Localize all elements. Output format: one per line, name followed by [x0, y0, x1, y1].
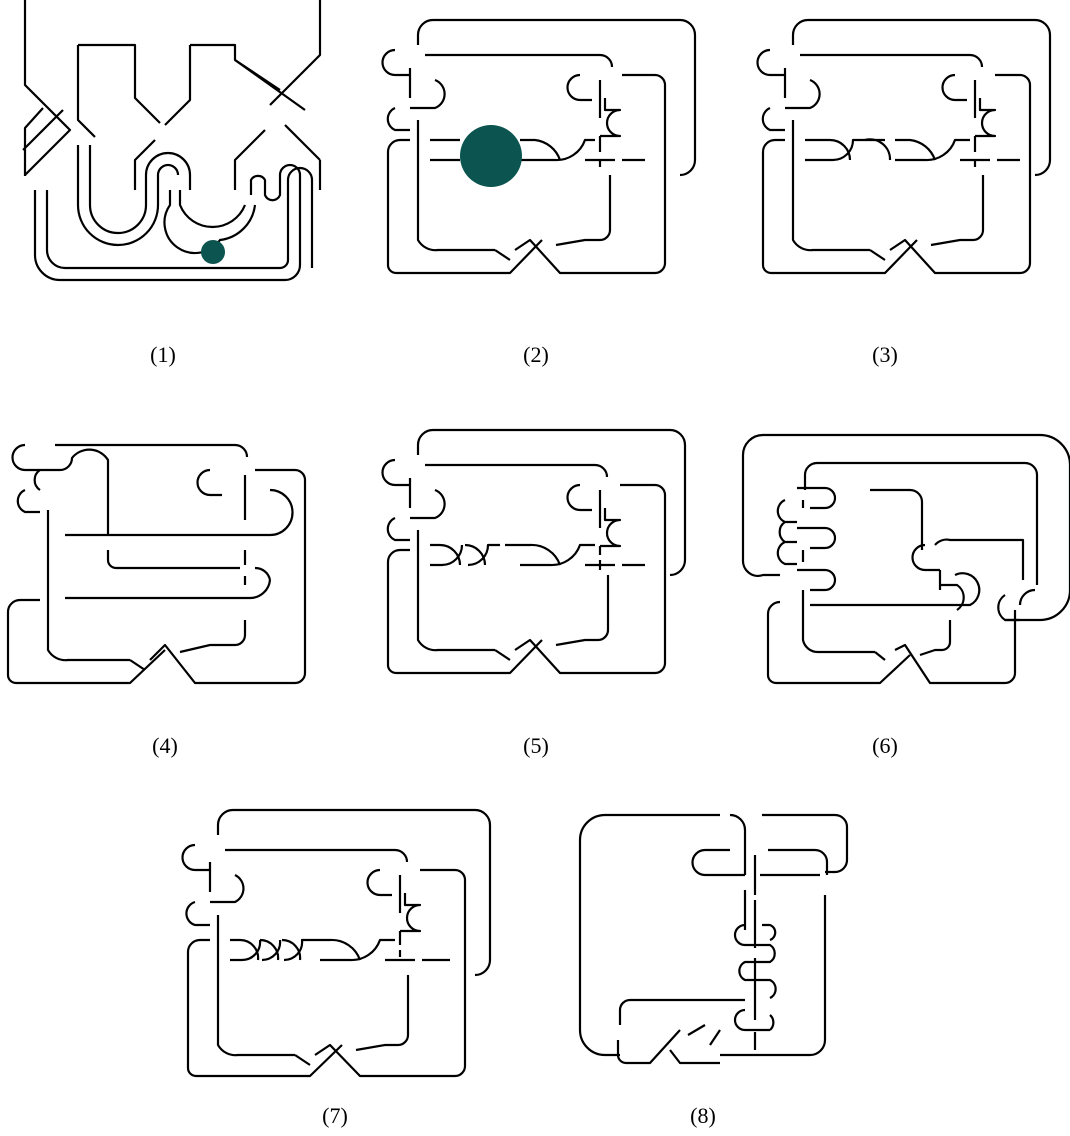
panel-2-label: (2): [523, 342, 549, 367]
knot-diagram-3: [756, 18, 1052, 275]
marker-dot: [460, 125, 522, 187]
panel-1-label: (1): [150, 342, 176, 367]
knot-diagram-2: [381, 18, 697, 275]
panel-3-label: (3): [872, 342, 898, 367]
knot-diagram-8: [578, 813, 849, 1065]
panel-7-label: (7): [322, 1103, 348, 1128]
knot-diagram-1: [22, 0, 322, 282]
panel-4-label: (4): [152, 733, 178, 758]
knot-diagram-4: [6, 443, 307, 685]
marker-dot: [201, 240, 225, 264]
panel-5-label: (5): [523, 733, 549, 758]
panel-6-label: (6): [872, 733, 898, 758]
knot-diagram-6: [741, 433, 1070, 685]
knot-diagram-7: [181, 808, 492, 1078]
panel-8-label: (8): [690, 1103, 716, 1128]
knot-diagram-5: [381, 428, 687, 675]
